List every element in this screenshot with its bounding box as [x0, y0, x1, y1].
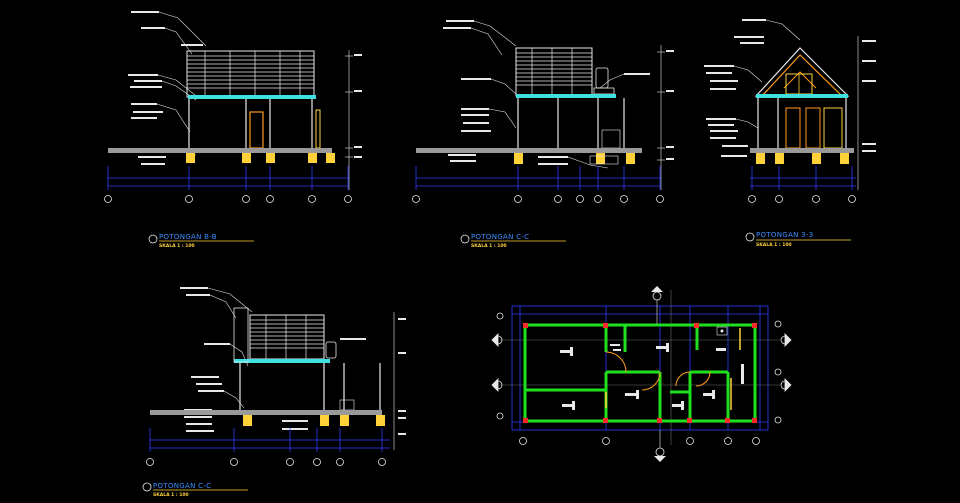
section-b-b-title: POTONGAN B-B — [159, 233, 217, 241]
floor-plan — [491, 286, 792, 462]
section-3-3-caption: POTONGAN 3-3 SKALA 1 : 100 — [745, 231, 851, 248]
section-c-c-bottom-drawing — [146, 287, 406, 466]
section-b-b-scale: SKALA 1 : 100 — [159, 243, 195, 249]
section-3-3-scale: SKALA 1 : 100 — [756, 242, 792, 248]
circle-axis-marker-icon — [148, 234, 158, 244]
section-c-c-bottom-scale: SKALA 1 : 100 — [153, 492, 189, 498]
circle-axis-marker-icon — [745, 232, 755, 242]
section-c-c-top-caption: POTONGAN C-C SKALA 1 : 100 — [460, 233, 566, 249]
section-cut-arrow-icon — [654, 430, 666, 462]
section-cut-arrow-icon — [651, 286, 663, 324]
section-c-c-top-scale: SKALA 1 : 100 — [471, 243, 507, 249]
section-b-b-drawing — [104, 11, 362, 203]
circle-axis-marker-icon — [142, 482, 152, 492]
section-3-3-title: POTONGAN 3-3 — [756, 231, 813, 239]
section-c-c-top-drawing — [412, 20, 674, 203]
section-c-c-bottom-title: POTONGAN C-C — [153, 482, 211, 490]
grid-bubble-icon — [491, 312, 792, 424]
section-3-3-drawing — [704, 19, 876, 203]
section-c-c-bottom-caption: POTONGAN C-C SKALA 1 : 100 — [142, 482, 248, 498]
section-b-b-caption: POTONGAN B-B SKALA 1 : 100 — [148, 233, 254, 249]
circle-axis-marker-icon — [460, 234, 470, 244]
section-c-c-top-title: POTONGAN C-C — [471, 233, 529, 241]
